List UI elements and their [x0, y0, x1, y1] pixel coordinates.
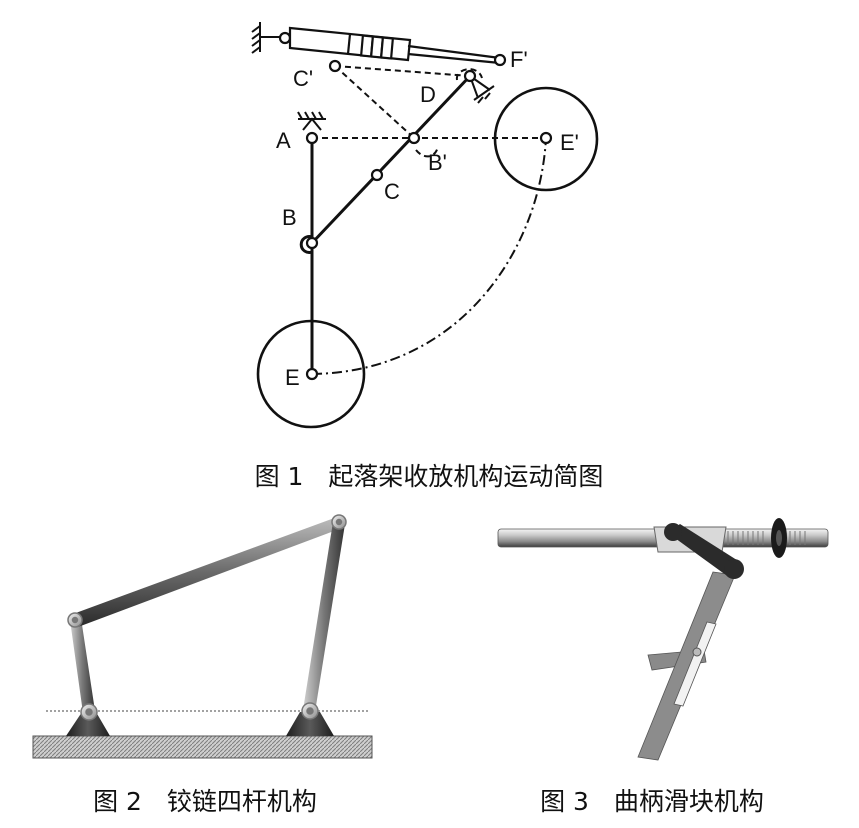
- ground-hatch-top: [251, 22, 280, 54]
- label-e: E: [285, 365, 300, 390]
- wheel-e: [256, 319, 366, 429]
- link-coupler: [73, 517, 342, 627]
- label-b-prime: B': [428, 150, 447, 175]
- label-c-prime: C': [293, 66, 313, 91]
- link-left: [70, 618, 95, 713]
- label-c: C: [384, 179, 400, 204]
- crank: [668, 524, 740, 578]
- ground-hatch-a: [297, 111, 326, 131]
- base-right: [286, 712, 334, 736]
- label-e-prime: E': [560, 130, 579, 155]
- base-left: [66, 712, 110, 736]
- label-a: A: [276, 128, 291, 153]
- figure3-caption: 图 3 曲柄滑块机构: [540, 787, 764, 816]
- label-f-prime: F': [510, 47, 528, 72]
- linkage-dashed: [312, 65, 546, 158]
- actuator-cylinder: [278, 26, 507, 67]
- figure3-slider-crank: [497, 518, 829, 761]
- link-right: [303, 522, 345, 712]
- fourbar-joints: [67, 514, 347, 721]
- linkage-solid: [299, 74, 472, 374]
- wheel-e-prime: [493, 86, 599, 192]
- wheel-path-arc: [311, 137, 547, 375]
- crank-end: [664, 523, 682, 541]
- figure2-four-bar-linkage: [32, 514, 373, 759]
- label-d: D: [420, 82, 436, 107]
- slot-pin: [692, 647, 702, 657]
- crank-end-2: [724, 559, 744, 579]
- label-b: B: [282, 205, 297, 230]
- figure2-caption: 图 2 铰链四杆机构: [93, 787, 317, 816]
- ground-block: [32, 735, 373, 759]
- stop-nut-inner: [776, 530, 782, 546]
- figure1-kinematic-diagram: A B C D E B' C' E' F': [251, 22, 599, 429]
- rod-threads: [727, 531, 806, 545]
- slot: [673, 621, 717, 707]
- joints: [305, 59, 553, 381]
- figure1-caption: 图 1 起落架收放机构运动简图: [255, 462, 604, 491]
